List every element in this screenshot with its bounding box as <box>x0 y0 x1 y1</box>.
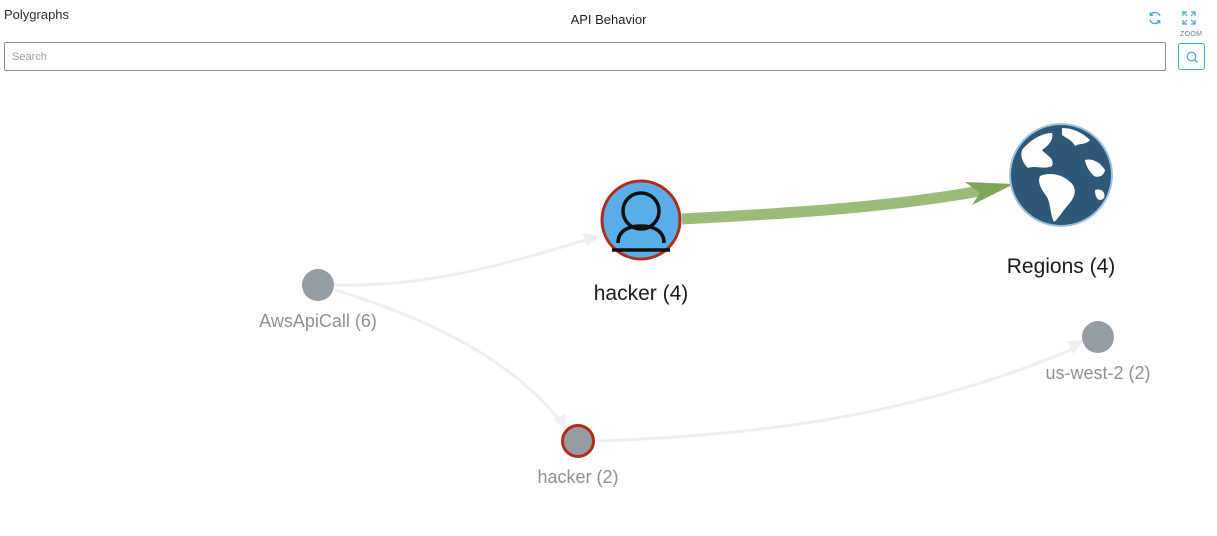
node-hacker-small[interactable]: hacker (2) <box>537 424 619 488</box>
edge-hacker-to-regions <box>681 184 987 225</box>
refresh-button[interactable] <box>1145 8 1165 28</box>
edge-awsapicall-to-hacker-small <box>334 288 564 424</box>
edge-arrowhead <box>1067 340 1084 354</box>
node-awsapicall[interactable]: AwsApiCall (6) <box>259 269 377 331</box>
globe-icon <box>1009 123 1113 227</box>
app-title: Polygraphs <box>4 7 70 22</box>
graph-edges <box>332 182 1084 443</box>
edge-awsapicall-to-hacker <box>332 236 593 287</box>
refresh-icon <box>1149 11 1161 25</box>
edge-arrowhead <box>583 233 600 246</box>
zoom-button[interactable] <box>1179 8 1199 28</box>
search-button[interactable] <box>1178 43 1205 70</box>
node-regions[interactable]: Regions (4) <box>1007 123 1116 278</box>
node-label: AwsApiCall (6) <box>259 311 377 331</box>
page-title: API Behavior <box>570 12 647 27</box>
node-label: Regions (4) <box>1007 255 1116 278</box>
node-us-west-2[interactable]: us-west-2 (2) <box>1045 321 1151 383</box>
node-circle <box>561 424 595 458</box>
expand-icon <box>1182 11 1196 25</box>
node-label: us-west-2 (2) <box>1045 363 1150 383</box>
search-input[interactable] <box>4 42 1166 71</box>
edge-hacker-small-to-us-west-2 <box>595 346 1076 443</box>
node-label: hacker (4) <box>594 282 689 305</box>
search-icon <box>1186 51 1198 63</box>
zoom-label: ZOOM <box>1180 31 1203 38</box>
node-circle <box>302 269 334 301</box>
node-hacker-main[interactable]: hacker (4) <box>594 179 689 305</box>
edge-arrowhead <box>553 414 567 430</box>
node-label: hacker (2) <box>537 467 618 487</box>
user-icon <box>612 191 670 252</box>
edge-arrowhead-highlight <box>965 182 1014 205</box>
node-circle <box>1082 321 1114 353</box>
node-circle <box>600 179 682 261</box>
